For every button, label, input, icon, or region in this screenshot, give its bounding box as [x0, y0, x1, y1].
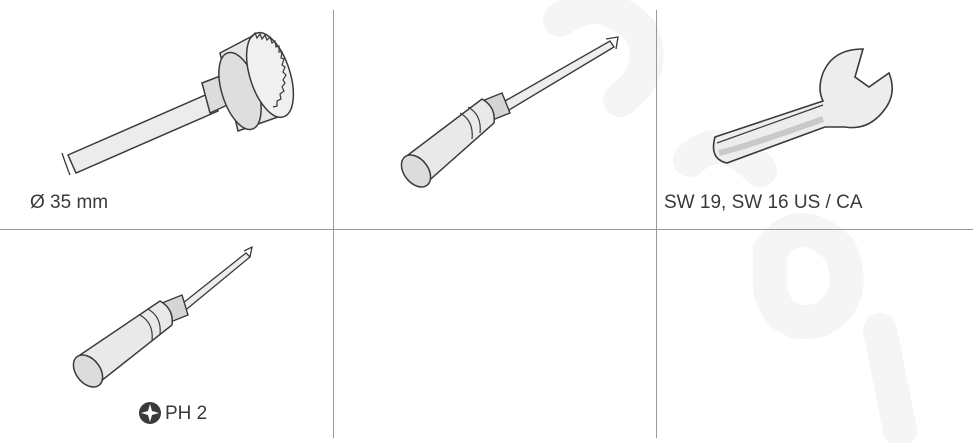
hole-saw-caption: Ø 35 mm — [30, 192, 109, 213]
grid-divider-horizontal — [0, 229, 973, 230]
flathead-screwdriver-icon — [400, 36, 619, 188]
phillips-screwdriver-icon — [72, 245, 253, 388]
phillips-caption: PH 2 — [165, 403, 208, 424]
wrench-caption: SW 19, SW 16 US / CA — [664, 192, 863, 213]
hole-saw-icon — [61, 31, 295, 176]
open-end-wrench-icon — [712, 48, 893, 164]
grid-divider-vertical-2 — [656, 10, 657, 438]
grid-divider-vertical-1 — [333, 10, 334, 438]
phillips-head-icon — [139, 402, 161, 424]
